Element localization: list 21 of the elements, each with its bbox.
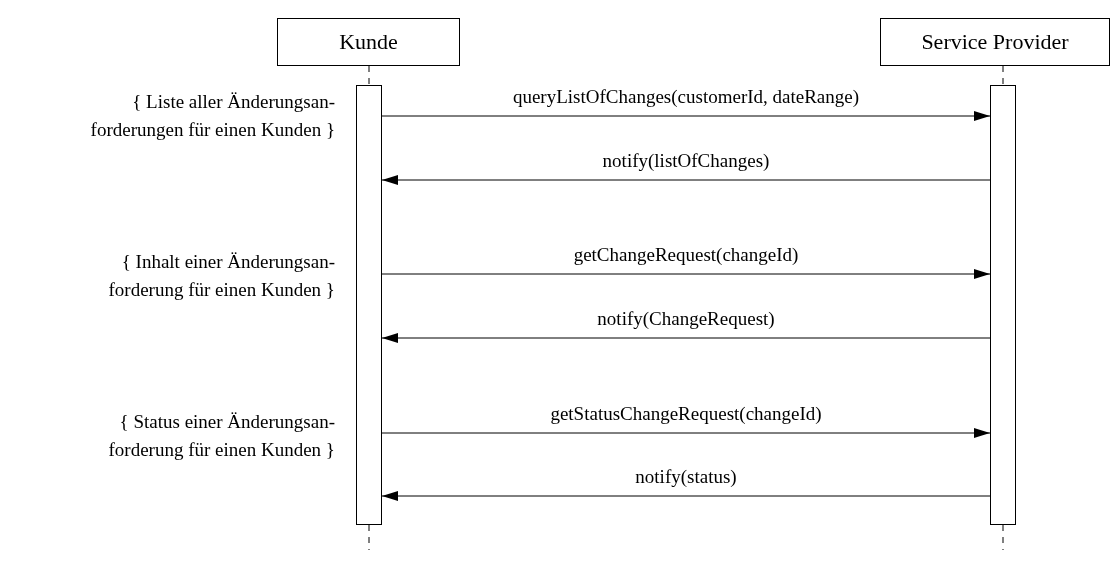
message-arrow	[381, 269, 991, 279]
message-arrow	[381, 111, 991, 121]
edge-label: notify(ChangeRequest)	[595, 308, 777, 330]
activation-bar	[356, 85, 382, 525]
lifeline	[1002, 65, 1004, 86]
message-arrow	[381, 491, 991, 501]
message-arrow	[381, 333, 991, 343]
participant-box: Kunde	[277, 18, 460, 66]
edge-label: notify(status)	[633, 466, 739, 488]
edge-label: queryListOfChanges(customerId, dateRange)	[510, 86, 862, 108]
activation-bar	[990, 85, 1016, 525]
edge-label: notify(listOfChanges)	[600, 150, 772, 172]
note-text: { Status einer Änderungsan-forderung für einen Kunden }	[107, 410, 335, 462]
lifeline	[368, 65, 370, 86]
edge-label: getChangeRequest(changeId)	[571, 244, 801, 266]
note-text: { Inhalt einer Änderungsan-forderung für einen Kunden }	[107, 250, 335, 302]
message-arrow	[381, 428, 991, 438]
participant-box: Service Provider	[880, 18, 1110, 66]
note-text: { Liste aller Änderungsan-forderungen für einen Kunden }	[89, 90, 335, 142]
edge-label: getStatusChangeRequest(changeId)	[548, 403, 824, 425]
message-arrow	[381, 175, 991, 185]
